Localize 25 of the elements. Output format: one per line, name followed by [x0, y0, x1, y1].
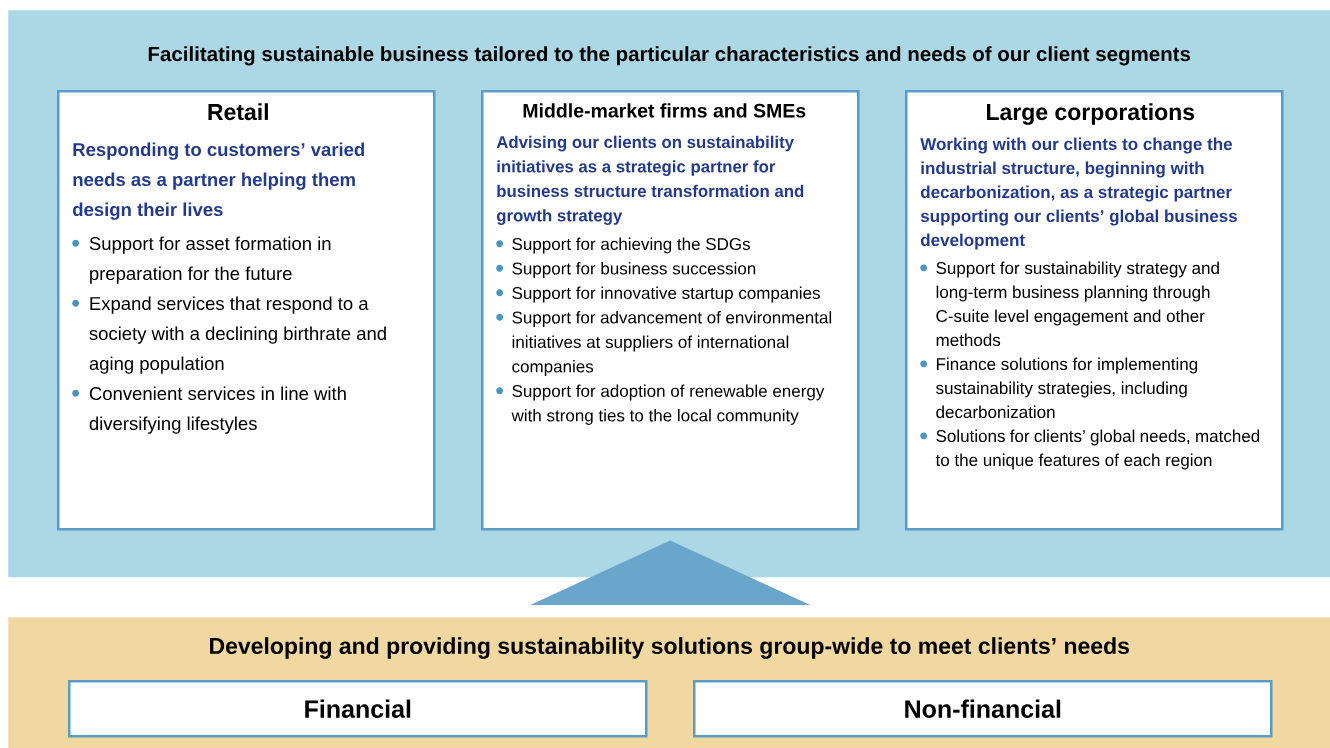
category-box: Non-financial — [693, 680, 1273, 738]
bullet-item: Finance solutions for implementing sustainability strategies, including decarbonization — [936, 357, 1198, 419]
bullet-item: Expand services that respond to a society with a declining birthrate and aging population — [89, 296, 386, 374]
category-box: Financial — [68, 680, 648, 738]
band-heading: Facilitating sustainable business tailored to the particular characteristics and needs of our client segments — [148, 46, 1191, 66]
arrow — [530, 540, 811, 605]
card-subheading: Working with our clients to change the industrial structure, beginning with decarbonization, as a strategic partner supporting our clients’ global business development — [920, 137, 1237, 250]
card-heading: Retail — [208, 103, 268, 121]
bullet-item: Support for achieving the SDGs — [512, 237, 750, 254]
bullet-item: Support for adoption of renewable energy with strong ties to the local community — [511, 384, 825, 425]
bullet-item: Support for advancement of environmental initiatives at suppliers of international companies — [512, 311, 832, 376]
band-heading: Developing and providing sustainability solutions group-wide to meet clients’ needs — [210, 637, 1129, 659]
bullet-item: Support for asset formation in preparation for the future — [89, 236, 331, 284]
segment-card — [481, 90, 860, 531]
card-heading: Large corporations — [987, 103, 1195, 125]
segment-card — [905, 90, 1284, 531]
card-subheading: Advising our clients on sustainability initiatives as a strategic partner for business structure transformation and growth strategy — [496, 135, 804, 225]
card-heading: Middle-market firms and SMEs — [523, 103, 806, 118]
card-subheading: Responding to customers’ varied needs as a partner helping them design their lives — [73, 142, 364, 220]
bullet-item: Solutions for clients’ global needs, matched to the unique features of each region — [935, 429, 1260, 470]
bullet-item: Support for innovative startup companies — [512, 286, 820, 303]
bullet-item: Support for business succession — [512, 262, 756, 278]
bullet-item: Support for sustainability strategy and long-term business planning through C-suite level engagement and other methods — [936, 261, 1219, 347]
segment-card — [57, 90, 436, 531]
bullet-item: Convenient services in line with diversifying lifestyles — [89, 386, 346, 434]
